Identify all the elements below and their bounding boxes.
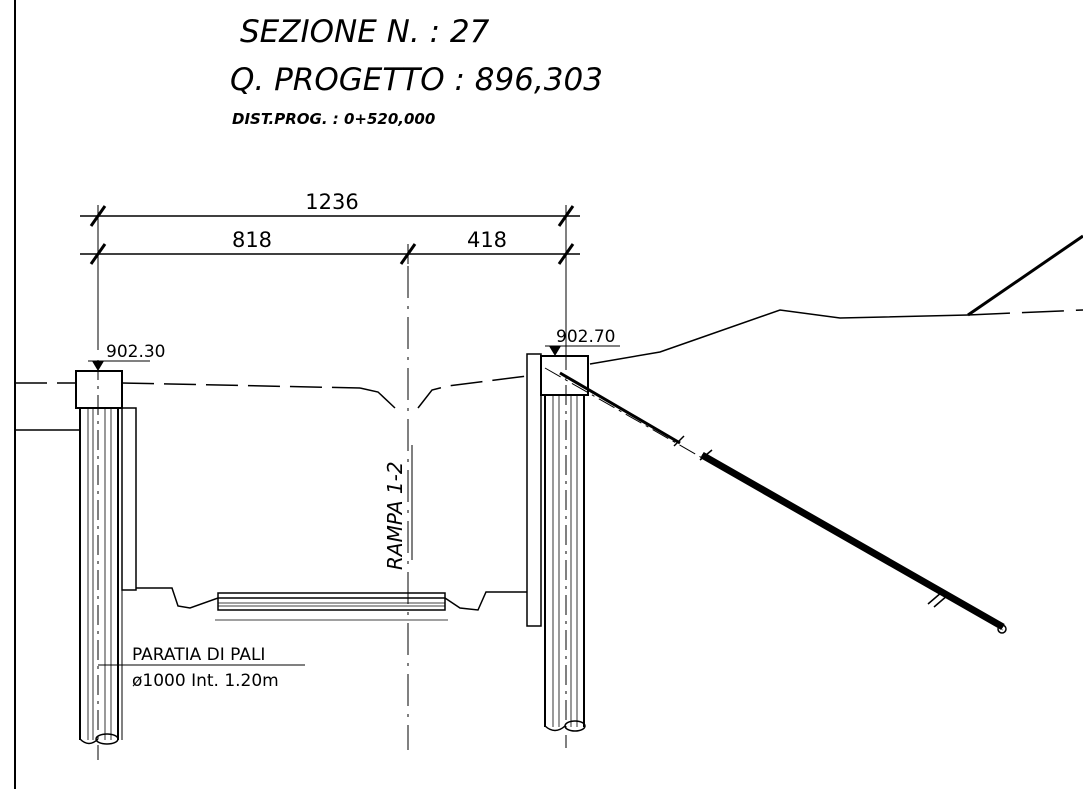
dimension-chain: 1236 818 418 [80, 190, 580, 350]
original-ground-profile [15, 309, 1083, 409]
axis-label: RAMPA 1-2 [383, 461, 407, 570]
tick-mark [557, 243, 575, 265]
section-number-title: SEZIONE N. : 27 [240, 14, 490, 50]
tick-mark [89, 205, 107, 227]
elevation-marker-right [549, 346, 561, 356]
axis-label-group: RAMPA 1-2 [383, 461, 407, 570]
road-slab [217, 592, 446, 611]
design-level-title: Q. PROGETTO : 896,303 [230, 62, 603, 98]
tick-mark [557, 205, 575, 227]
tick-mark [399, 243, 417, 265]
terrain-profile [589, 234, 1083, 365]
left-pile-wall: 902.30 [75, 342, 165, 760]
dimension-right: 418 [467, 228, 507, 252]
pile-note: PARATIA DI PALI ø1000 Int. 1.20m [98, 645, 305, 691]
elevation-marker-left [92, 361, 104, 371]
left-wall-lining [121, 407, 137, 591]
elevation-left: 902.30 [106, 342, 165, 362]
progressive-distance: DIST.PROG. : 0+520,000 [232, 110, 435, 128]
elevation-right: 902.70 [556, 327, 615, 347]
right-pile-wall: 902.70 [526, 327, 620, 748]
dimension-total: 1236 [305, 190, 358, 214]
right-wall-lining [526, 353, 542, 627]
pile-note-title: PARATIA DI PALI [132, 645, 265, 665]
pile-note-spec: ø1000 Int. 1.20m [132, 671, 279, 691]
tick-mark [89, 243, 107, 265]
left-capping-beam [75, 370, 123, 409]
dimension-left: 818 [232, 228, 272, 252]
ground-anchor [544, 367, 1007, 634]
road-platform [136, 587, 527, 621]
